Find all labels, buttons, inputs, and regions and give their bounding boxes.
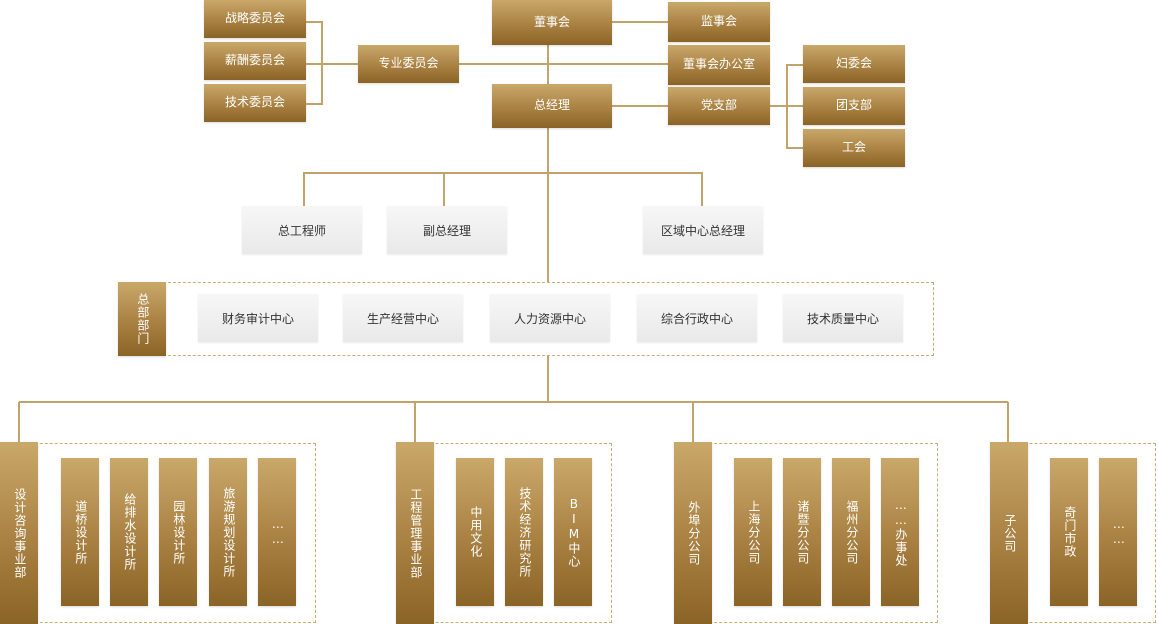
unit-zhuji-branch[interactable]: 诸暨分公司 [783, 458, 821, 606]
engineering-division-label[interactable]: 工程管理事业部 [396, 442, 434, 624]
unit-road-bridge[interactable]: 道桥设计所 [61, 458, 99, 606]
unit-qimen-municipal[interactable]: 奇门市政 [1050, 458, 1088, 606]
center-hr[interactable]: 人力资源中心 [490, 294, 610, 342]
center-finance-audit[interactable]: 财务审计中心 [198, 294, 318, 342]
headquarters-label: 总部部门 [118, 282, 166, 356]
committee-strategy[interactable]: 战略委员会 [204, 0, 306, 38]
unit-tech-economics[interactable]: 技术经济研究所 [505, 458, 543, 606]
committee-technology[interactable]: 技术委员会 [204, 84, 306, 122]
design-division-label[interactable]: 设计咨询事业部 [0, 442, 38, 624]
committee-compensation[interactable]: 薪酬委员会 [204, 42, 306, 80]
chief-engineer-box[interactable]: 总工程师 [242, 206, 362, 254]
center-admin[interactable]: 综合行政中心 [637, 294, 757, 342]
general-manager-box[interactable]: 总经理 [492, 84, 612, 128]
unit-landscape[interactable]: 园林设计所 [159, 458, 197, 606]
unit-water-supply[interactable]: 给排水设计所 [110, 458, 148, 606]
board-box[interactable]: 董事会 [492, 0, 612, 45]
regional-gm-box[interactable]: 区域中心总经理 [643, 206, 763, 254]
center-tech-quality[interactable]: 技术质量中心 [783, 294, 903, 342]
branches-label[interactable]: 外埠分公司 [674, 442, 712, 624]
unit-more-offices[interactable]: ……办事处 [881, 458, 919, 606]
unit-more-subsidiaries[interactable]: …… [1099, 458, 1137, 606]
center-production[interactable]: 生产经营中心 [343, 294, 463, 342]
unit-zhongyong-culture[interactable]: 中用文化 [456, 458, 494, 606]
women-committee-box[interactable]: 妇委会 [803, 45, 905, 83]
special-committee-box[interactable]: 专业委员会 [358, 45, 459, 83]
youth-league-box[interactable]: 团支部 [803, 87, 905, 125]
subsidiaries-label[interactable]: 子公司 [990, 442, 1028, 624]
unit-fuzhou-branch[interactable]: 福州分公司 [832, 458, 870, 606]
board-office-box[interactable]: 董事会办公室 [668, 45, 770, 85]
labor-union-box[interactable]: 工会 [803, 129, 905, 167]
supervisors-box[interactable]: 监事会 [668, 2, 770, 42]
unit-more-design[interactable]: …… [258, 458, 296, 606]
unit-tourism-planning[interactable]: 旅游规划设计所 [209, 458, 247, 606]
deputy-gm-box[interactable]: 副总经理 [387, 206, 507, 254]
party-branch-box[interactable]: 党支部 [668, 87, 770, 125]
unit-shanghai-branch[interactable]: 上海分公司 [734, 458, 772, 606]
unit-bim-center[interactable]: BIM中心 [554, 458, 592, 606]
